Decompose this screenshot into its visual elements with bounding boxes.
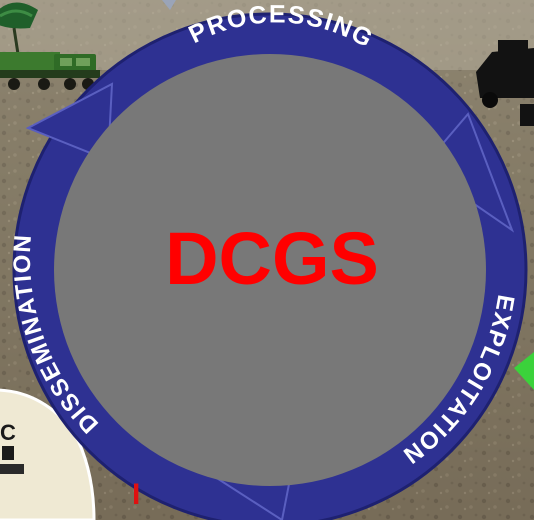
- green-pointer-shape: [514, 352, 534, 390]
- left-badge: C: [0, 388, 96, 520]
- bottom-mark-text: I: [132, 478, 140, 511]
- arrow-head-processing: [25, 82, 114, 162]
- vehicle-silhouette-image: [476, 40, 534, 126]
- left-badge-text: C: [0, 420, 16, 445]
- center-disc: [54, 54, 486, 486]
- top-pointer-shape: [162, 0, 176, 10]
- center-title: DCGS: [165, 217, 379, 300]
- satellite-truck-image: [0, 2, 100, 90]
